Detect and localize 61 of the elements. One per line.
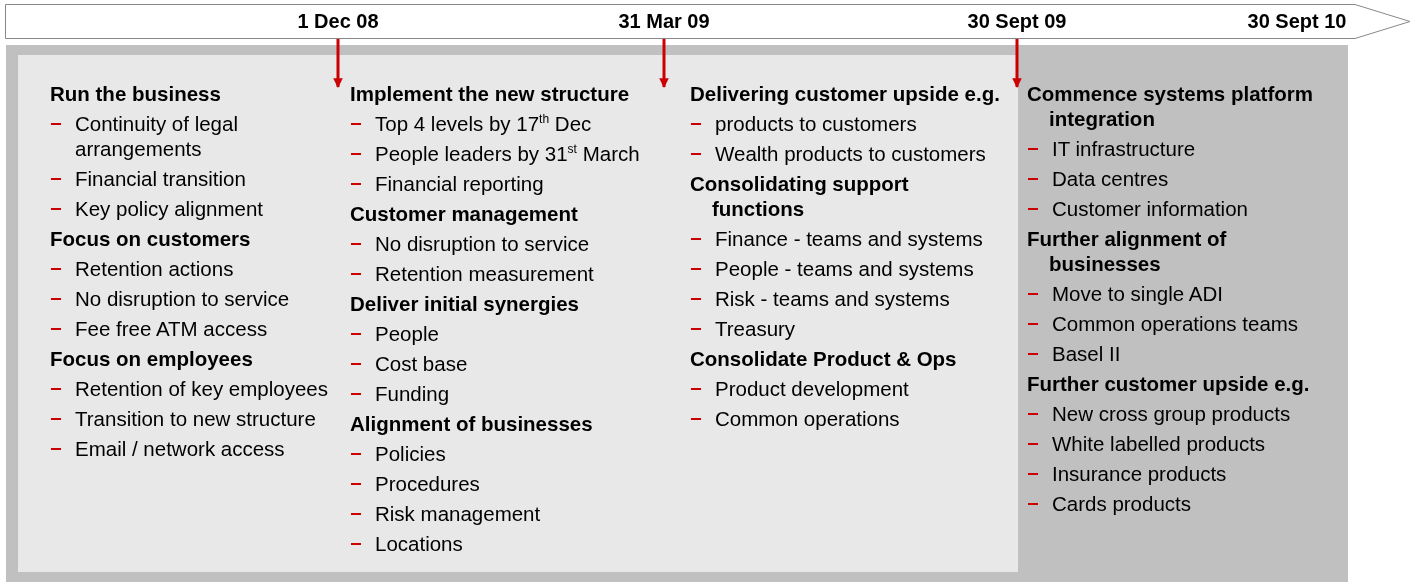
bullet-text: Cards products xyxy=(1052,491,1191,516)
section-heading: Delivering customer upside e.g. xyxy=(690,81,1001,106)
section-heading: Further customer upside e.g. xyxy=(1027,371,1311,396)
bullet-text: Continuity of legal arrangements xyxy=(75,111,239,161)
bullet-text: Data centres xyxy=(1052,166,1169,191)
bullet-text: Financial transition xyxy=(75,166,246,191)
bullet-text: Move to single ADI xyxy=(1052,281,1223,306)
bullet-text: Cost base xyxy=(375,351,468,376)
section-heading: Customer management xyxy=(350,201,579,226)
bullet-text: Retention measurement xyxy=(375,261,594,286)
section-heading: Alignment of businesses xyxy=(350,411,594,436)
milestone-date: 30 Sept 09 xyxy=(967,11,1067,32)
outer-panel xyxy=(6,45,1348,582)
bullet-text: Risk - teams and systems xyxy=(715,286,950,311)
section-heading: Consolidating support functions xyxy=(690,171,910,221)
bullet-text: Customer information xyxy=(1052,196,1248,221)
milestone-date: 30 Sept 10 xyxy=(1247,11,1347,32)
milestone-arrow xyxy=(1012,39,1022,88)
bullet-text: New cross group products xyxy=(1052,401,1291,426)
bullet-text: No disruption to service xyxy=(375,231,590,256)
bullet-text: People xyxy=(375,321,439,346)
bullet-text: Finance - teams and systems xyxy=(715,226,983,251)
bullet-text: Key policy alignment xyxy=(75,196,263,221)
bullet-text: Policies xyxy=(375,441,446,466)
bullet-text: Transition to new structure xyxy=(75,406,316,431)
bullet-text: Wealth products to customers xyxy=(715,141,986,166)
milestone-arrow xyxy=(659,39,669,88)
section-heading: Run the business xyxy=(50,81,222,106)
section-heading: Implement the new structure xyxy=(350,81,631,106)
inner-panel xyxy=(18,55,1018,572)
bullet-text: Common operations teams xyxy=(1052,311,1299,336)
bullet-text: White labelled products xyxy=(1052,431,1266,456)
bullet-text: Treasury xyxy=(715,316,796,341)
bullet-text: products to customers xyxy=(715,111,917,136)
bullet-text: Common operations xyxy=(715,406,900,431)
bullet-text: Insurance products xyxy=(1052,461,1227,486)
milestone-date: 31 Mar 09 xyxy=(618,11,710,32)
section-heading: Focus on employees xyxy=(50,346,254,371)
bullet-text: Funding xyxy=(375,381,450,406)
milestone-date: 1 Dec 08 xyxy=(297,11,379,32)
section-heading: Further alignment of businesses xyxy=(1027,226,1228,276)
bullet-text: Product development xyxy=(715,376,909,401)
section-heading: Consolidate Product & Ops xyxy=(690,346,958,371)
bullet-text: Risk management xyxy=(375,501,541,526)
bullet-text: Fee free ATM access xyxy=(75,316,268,341)
bullet-text: People - teams and systems xyxy=(715,256,974,281)
bullet-text: Locations xyxy=(375,531,463,556)
bullet-text: Retention of key employees xyxy=(75,376,328,401)
section-heading: Commence systems platform integration xyxy=(1027,81,1314,131)
section-heading: Deliver initial synergies xyxy=(350,291,581,316)
bullet-text: People leaders by 31$^{st}$ March xyxy=(375,141,640,166)
bullet-text: IT infrastructure xyxy=(1052,136,1196,161)
bullet-text: Basel II xyxy=(1052,341,1121,366)
bullet-text: Retention actions xyxy=(75,256,234,281)
bullet-text: Email / network access xyxy=(75,436,285,461)
milestone-arrow xyxy=(333,39,343,88)
bullet-text: No disruption to service xyxy=(75,286,290,311)
section-heading: Focus on customers xyxy=(50,226,252,251)
bullet-text: Financial reporting xyxy=(375,171,544,196)
bullet-text: Top 4 levels by 17$^{th}$ Dec xyxy=(375,111,592,136)
bullet-text: Procedures xyxy=(375,471,480,496)
